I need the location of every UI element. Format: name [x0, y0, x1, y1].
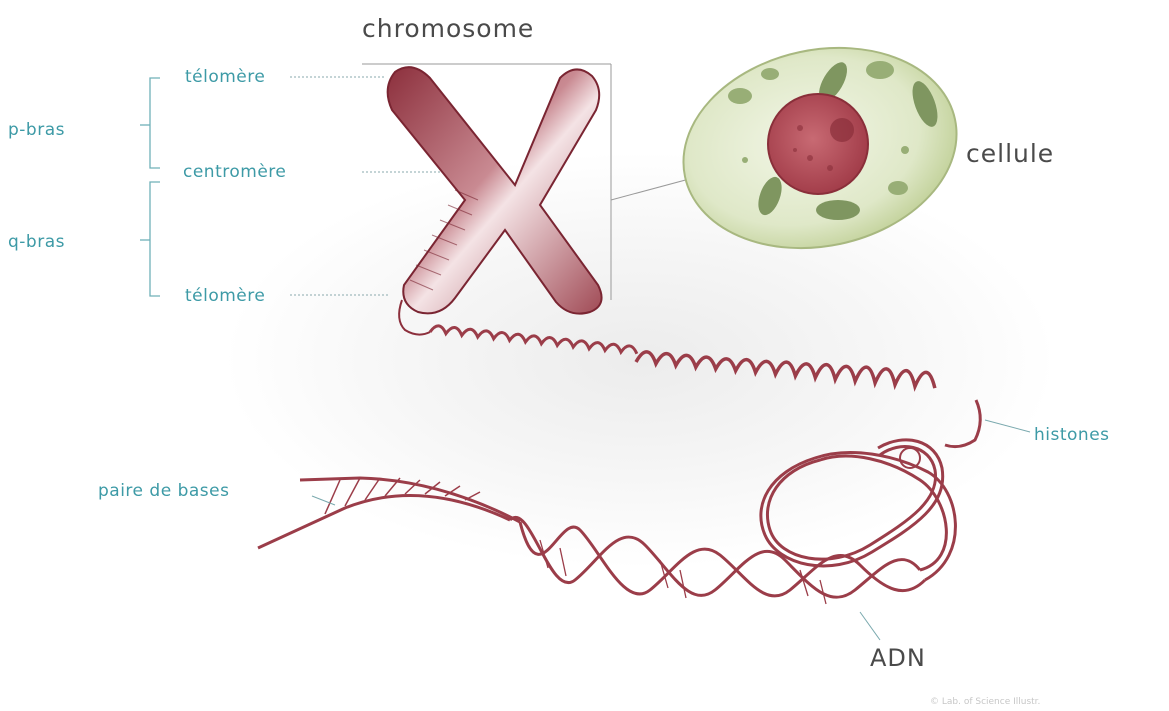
label-telomere-bottom: télomère — [185, 286, 265, 306]
label-centromere: centromère — [183, 162, 286, 182]
label-q-bras: q-bras — [8, 232, 65, 252]
label-histones: histones — [1034, 425, 1110, 445]
label-adn: ADN — [870, 644, 926, 672]
arm-brackets — [140, 78, 160, 296]
title-chromosome: chromosome — [362, 14, 534, 43]
cell-icon — [665, 23, 976, 272]
label-p-bras: p-bras — [8, 120, 65, 140]
label-telomere-top: télomère — [185, 67, 265, 87]
image-credit: © Lab. of Science Illustr. — [930, 697, 1040, 707]
label-cellule: cellule — [966, 139, 1054, 168]
dna-double-helix-icon — [258, 440, 955, 640]
chromatin-fiber — [430, 325, 1030, 447]
label-paire-de-bases: paire de bases — [98, 481, 229, 501]
chromosome-x-icon — [388, 67, 602, 334]
